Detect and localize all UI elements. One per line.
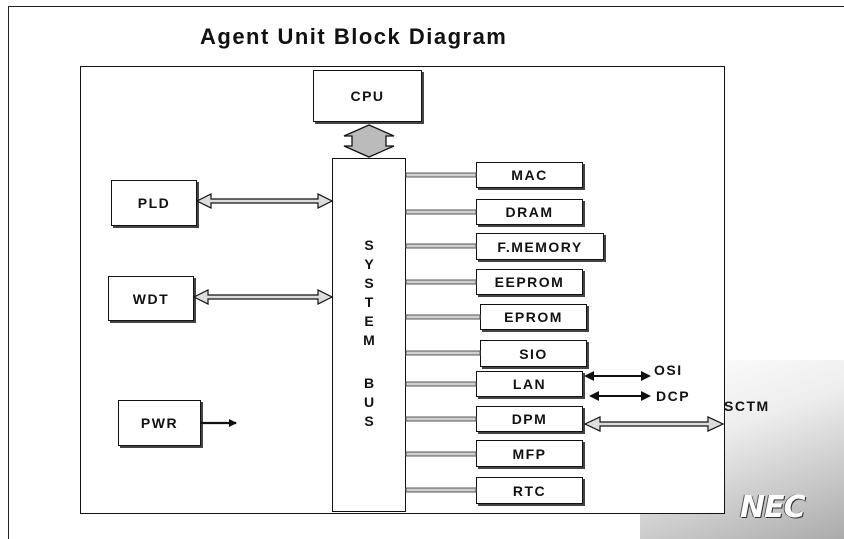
pwr-block: PWR: [118, 400, 201, 446]
sio-block: SIO: [480, 340, 587, 367]
pld-label: PLD: [137, 195, 171, 211]
mfp-label: MFP: [512, 445, 547, 462]
rtc-block: RTC: [476, 477, 583, 504]
wdt-block: WDT: [108, 276, 194, 321]
dpm-label: DPM: [511, 411, 548, 427]
f-memory-block: F.MEMORY: [476, 233, 604, 260]
frame-top-border: [8, 6, 844, 7]
dram-label: DRAM: [505, 204, 554, 220]
cpu-label: CPU: [350, 88, 385, 104]
mac-block: MAC: [476, 162, 583, 188]
dcp-label: DCP: [656, 388, 691, 404]
bus-connector-eprom: [405, 314, 481, 320]
bus-connector-dram: [405, 209, 477, 215]
bus-letter: S: [364, 413, 374, 429]
bus-connector-mac: [405, 172, 477, 178]
pwr-label: PWR: [140, 415, 179, 431]
diagram-title: Agent Unit Block Diagram: [200, 24, 508, 49]
nec-logo: NEC: [740, 490, 806, 525]
f-memory-label: F.MEMORY: [497, 238, 583, 255]
eeprom-block: EEPROM: [476, 269, 583, 295]
lan-block: LAN: [476, 371, 583, 397]
dpm-block: DPM: [476, 406, 583, 432]
osi-label: OSI: [654, 362, 683, 378]
wdt-bus-arrow: [192, 289, 334, 305]
bus-letter: E: [364, 313, 374, 329]
mac-label: MAC: [511, 167, 548, 183]
frame-left-border: [8, 6, 9, 539]
bus-letter: U: [363, 394, 375, 410]
bus-connector-eeprom: [405, 279, 477, 285]
bus-letter: M: [363, 332, 375, 348]
bus-letter: S: [364, 275, 374, 291]
system-bus-block: S Y S T E M B U S: [332, 158, 406, 512]
dram-block: DRAM: [476, 199, 583, 225]
sctm-label: SCTM: [724, 398, 770, 414]
bus-connector-dpm: [405, 416, 477, 422]
rtc-label: RTC: [512, 482, 547, 499]
bus-connector-lan: [405, 381, 477, 387]
cpu-bus-arrow: [343, 124, 395, 158]
wdt-label: WDT: [132, 290, 170, 307]
eprom-label: EPROM: [504, 309, 563, 325]
pld-bus-arrow: [195, 193, 334, 209]
mfp-block: MFP: [476, 440, 583, 467]
eprom-block: EPROM: [480, 304, 587, 330]
cpu-block: CPU: [313, 70, 422, 122]
bus-letter: T: [364, 294, 374, 310]
eeprom-label: EEPROM: [494, 274, 565, 290]
bus-letter: B: [363, 375, 375, 391]
bus-connector-mfp: [405, 451, 477, 457]
sio-label: SIO: [519, 345, 548, 362]
pld-block: PLD: [111, 180, 197, 226]
bus-letter: Y: [364, 256, 374, 272]
bus-connector-rtc: [405, 487, 477, 493]
lan-dcp-arrow: [589, 391, 651, 401]
lan-label: LAN: [512, 376, 547, 392]
bus-connector-sio: [405, 350, 481, 356]
lan-osi-arrow: [584, 371, 651, 381]
bus-connector-f-memory: [405, 243, 477, 249]
bus-connectors: [405, 172, 481, 493]
bus-letter: S: [364, 237, 374, 253]
dpm-sctm-arrow: [583, 416, 725, 432]
